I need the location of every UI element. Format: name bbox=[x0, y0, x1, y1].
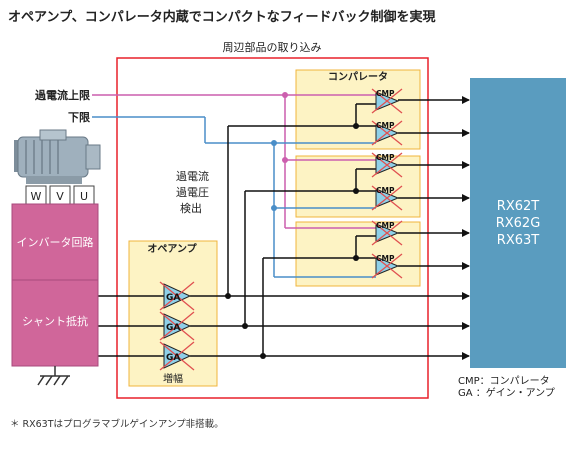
ga-label: GA bbox=[166, 353, 180, 363]
amplify-label: 増幅 bbox=[163, 372, 183, 385]
mcu-arrows bbox=[190, 96, 470, 360]
cmp-label: CMP bbox=[376, 221, 395, 230]
page-title: オペアンプ、コンパレータ内蔵でコンパクトなフィードバック制御を実現 bbox=[8, 10, 436, 25]
opamp-label: オペアンプ bbox=[147, 242, 197, 255]
cmp-amplifier: CMP bbox=[371, 253, 403, 279]
mcu-block bbox=[470, 78, 566, 368]
cmp-amplifier: CMP bbox=[371, 220, 403, 246]
ga-amplifier: GA bbox=[159, 341, 195, 371]
shunt-resistor-label: シャント抵抗 bbox=[22, 314, 88, 328]
overcurrent-upper-label: 過電流上限 bbox=[34, 88, 90, 102]
cmp-amplifier: CMP bbox=[371, 152, 403, 178]
mcu-label-1: RX62T bbox=[497, 199, 539, 214]
comparator-block-1 bbox=[295, 69, 421, 150]
phase-u-label: U bbox=[80, 190, 88, 203]
inverter-block bbox=[11, 203, 99, 281]
ga-label: GA bbox=[166, 323, 180, 333]
comparator-block-2 bbox=[295, 155, 421, 218]
motor-terminals: W V U bbox=[25, 185, 95, 205]
cmp-label: CMP bbox=[376, 186, 395, 195]
shunt-resistor-block bbox=[11, 279, 99, 367]
ground-icon bbox=[37, 366, 70, 386]
ga-label: GA bbox=[166, 293, 180, 303]
legend-cmp: CMP：コンパレータ bbox=[458, 375, 550, 387]
detection-label-2: 過電圧 bbox=[176, 186, 209, 199]
mcu-label-2: RX62G bbox=[496, 216, 541, 231]
comparator-label: コンパレータ bbox=[328, 71, 388, 83]
junction-dot bbox=[282, 157, 288, 163]
cmp-label: CMP bbox=[376, 121, 395, 130]
cmp-amplifier: CMP bbox=[371, 88, 403, 114]
ga-amplifier: GA bbox=[159, 281, 195, 311]
phase-w-label: W bbox=[31, 190, 42, 203]
cmp-label: CMP bbox=[376, 153, 395, 162]
lower-limit-label: 下限 bbox=[68, 110, 90, 124]
junction-dot bbox=[271, 140, 277, 146]
junction-dot bbox=[353, 255, 359, 261]
mcu-label-3: RX63T bbox=[497, 233, 539, 248]
legend-ga: GA ：ゲイン・アンプ bbox=[458, 387, 555, 399]
cmp-amplifier: CMP bbox=[371, 185, 403, 211]
lower-limit-line bbox=[92, 116, 376, 278]
cmp-amplifier: CMP bbox=[371, 120, 403, 146]
peripheral-frame bbox=[116, 57, 429, 399]
detection-label-1: 過電流 bbox=[176, 169, 209, 183]
detection-label-3: 検出 bbox=[180, 201, 202, 215]
inverter-label: インバータ回路 bbox=[17, 236, 94, 249]
junction-dot bbox=[282, 92, 288, 98]
peripheral-label: 周辺部品の取り込み bbox=[223, 40, 322, 54]
phase-v-label: V bbox=[56, 190, 64, 203]
cmp-label: CMP bbox=[376, 89, 395, 98]
motor-icon bbox=[14, 129, 101, 184]
signal-lines bbox=[98, 103, 376, 357]
ga-amplifier: GA bbox=[159, 311, 195, 341]
junction-dot bbox=[353, 123, 359, 129]
cmp-label: CMP bbox=[376, 254, 395, 263]
junction-dot bbox=[271, 205, 277, 211]
footnote: ＊ RX63Tはプログラマブルゲインアンプ非搭載。 bbox=[10, 419, 224, 430]
junction-dot bbox=[353, 188, 359, 194]
